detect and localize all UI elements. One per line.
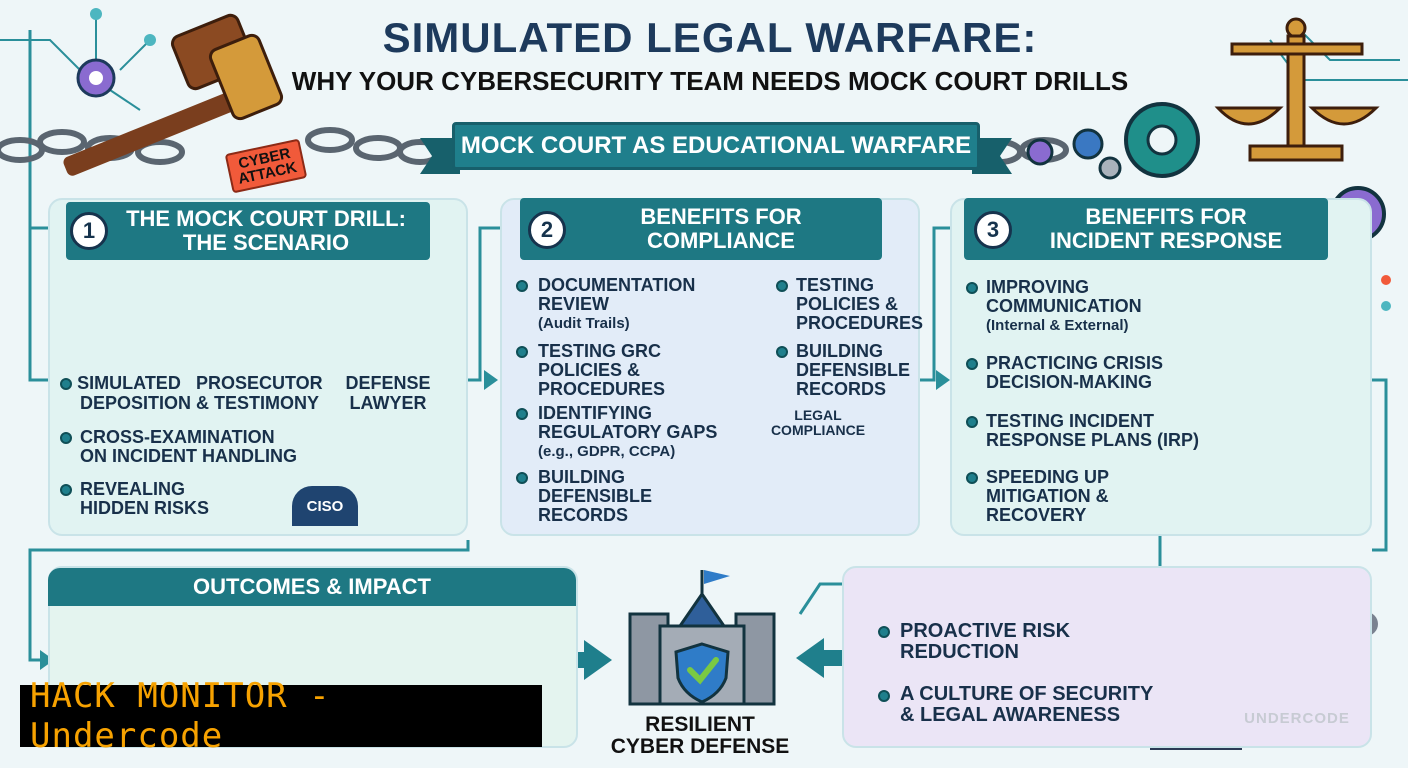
figure-label-simulated: SIMULATED (77, 373, 181, 393)
hack-monitor-watermark: HACK MONITOR - Undercode (20, 676, 542, 756)
item-cross-examination-line1: CROSS-EXAMINATION (80, 427, 275, 447)
item-testing-policies-line2: POLICIES & (796, 294, 899, 314)
bullet-dot (60, 378, 72, 390)
item-culture-security: A CULTURE OF SECURITY & LEGAL AWARENESS (900, 684, 1153, 726)
item-improving-communication-line2: COMMUNICATION (986, 296, 1142, 316)
item-hidden-risks-line2: HIDDEN RISKS (80, 498, 210, 518)
item-regulatory-gaps: IDENTIFYING REGULATORY GAPS (e.g., GDPR,… (538, 404, 717, 461)
item-defensible-records-right: BUILDING DEFENSIBLE RECORDS (796, 342, 910, 399)
section-3-title-line2: INCIDENT RESPONSE (1049, 228, 1283, 253)
item-testing-grc-line2: POLICIES & (538, 360, 641, 380)
section-1-number: 1 (70, 212, 108, 250)
item-culture-security-line1: A CULTURE OF SECURITY (900, 683, 1154, 705)
item-documentation-review-note: (Audit Trails) (538, 315, 630, 332)
item-testing-grc: TESTING GRC POLICIES & PROCEDURES (538, 342, 665, 399)
item-crisis-decision: PRACTICING CRISIS DECISION-MAKING (986, 354, 1163, 392)
bullet-dot (516, 346, 528, 358)
item-deposition: DEPOSITION & TESTIMONY (80, 393, 320, 413)
item-defensible-records-right-line3: RECORDS (796, 379, 887, 399)
bullet-dot (60, 484, 72, 496)
bullet-dot (776, 346, 788, 358)
item-speeding-up-line2: MITIGATION & (986, 486, 1109, 506)
item-speeding-up-line1: SPEEDING UP (986, 467, 1110, 487)
panel-culture (842, 566, 1372, 748)
item-defensible-records-left-line3: RECORDS (538, 505, 629, 525)
item-culture-security-line2: & LEGAL AWARENESS (900, 704, 1121, 726)
item-regulatory-gaps-note: (e.g., GDPR, CCPA) (538, 443, 676, 460)
figure-label-prosecutor: PROSECUTOR (196, 373, 323, 393)
item-defensible-records-left-line1: BUILDING (538, 467, 625, 487)
legal-label-line1: LEGAL (794, 407, 842, 423)
item-speeding-up: SPEEDING UP MITIGATION & RECOVERY (986, 468, 1109, 525)
item-improving-communication-line1: IMPROVING (986, 277, 1090, 297)
item-defensible-records-right-line1: BUILDING (796, 341, 883, 361)
bullet-dot (966, 358, 978, 370)
item-documentation-review-line1: DOCUMENTATION (538, 275, 696, 295)
item-testing-irp: TESTING INCIDENT RESPONSE PLANS (IRP) (986, 412, 1199, 450)
bullet-dot (966, 282, 978, 294)
resilient-label-line1: RESILIENT (645, 713, 755, 736)
resilient-label-line2: CYBER DEFENSE (610, 735, 790, 758)
bullet-dot (966, 416, 978, 428)
item-defensible-records-right-line2: DEFENSIBLE (796, 360, 911, 380)
page-title: SIMULATED LEGAL WARFARE: (382, 14, 1038, 61)
bullet-dot (776, 280, 788, 292)
item-proactive-risk: PROACTIVE RISK REDUCTION (900, 621, 1070, 663)
item-improving-communication-note: (Internal & External) (986, 317, 1129, 334)
figure-label-lawyer: LAWYER (349, 393, 427, 413)
item-testing-irp-line2: RESPONSE PLANS (IRP) (986, 430, 1200, 450)
item-testing-policies: TESTING POLICIES & PROCEDURES (796, 276, 923, 333)
section-2-header: BENEFITS FOR COMPLIANCE (520, 198, 882, 260)
gavel-icon (63, 13, 284, 176)
bullet-dot (516, 280, 528, 292)
item-proactive-risk-line1: PROACTIVE RISK (900, 620, 1071, 642)
ciso-badge: CISO (292, 486, 358, 526)
item-defensible-records-left: BUILDING DEFENSIBLE RECORDS (538, 468, 652, 525)
item-hidden-risks-line1: REVEALING (80, 479, 186, 499)
item-hidden-risks: REVEALING HIDDEN RISKS (80, 480, 209, 518)
item-crisis-decision-line1: PRACTICING CRISIS (986, 353, 1164, 373)
legal-label-line2: COMPLIANCE (770, 422, 866, 438)
item-proactive-risk-line2: REDUCTION (900, 641, 1019, 663)
item-speeding-up-line3: RECOVERY (986, 505, 1087, 525)
undercode-logo-text: UNDERCODE (1244, 710, 1350, 727)
section-3-title-line1: BENEFITS FOR (1085, 204, 1247, 229)
item-regulatory-gaps-line2: REGULATORY GAPS (538, 422, 718, 442)
item-crisis-decision-line2: DECISION-MAKING (986, 372, 1152, 392)
bullet-dot (516, 408, 528, 420)
bullet-dot (516, 472, 528, 484)
section-1-header: THE MOCK COURT DRILL: THE SCENARIO (66, 202, 430, 260)
section-3-number: 3 (974, 211, 1012, 249)
item-testing-policies-line1: TESTING (796, 275, 875, 295)
section-2-title-line2: COMPLIANCE (647, 228, 795, 253)
item-documentation-review: DOCUMENTATION REVIEW (Audit Trails) (538, 276, 695, 333)
legal-compliance-label: LEGAL COMPLIANCE (768, 408, 868, 438)
bullet-dot (878, 626, 890, 638)
item-regulatory-gaps-line1: IDENTIFYING (538, 403, 653, 423)
item-testing-grc-line3: PROCEDURES (538, 379, 666, 399)
banner: MOCK COURT AS EDUCATIONAL WARFARE (452, 122, 980, 170)
bullet-dot (878, 690, 890, 702)
section-2-title-line1: BENEFITS FOR (640, 204, 802, 229)
item-testing-policies-line3: PROCEDURES (796, 313, 924, 333)
item-improving-communication: IMPROVING COMMUNICATION (Internal & Exte… (986, 278, 1142, 335)
bullet-dot (966, 472, 978, 484)
item-documentation-review-line2: REVIEW (538, 294, 610, 314)
section-4-header: OUTCOMES & IMPACT (48, 568, 576, 606)
item-testing-grc-line1: TESTING GRC (538, 341, 662, 361)
bullet-dot (60, 432, 72, 444)
section-3-header: BENEFITS FOR INCIDENT RESPONSE (964, 198, 1328, 260)
scales-of-justice-icon (1214, 17, 1380, 162)
section-1-title-line2: THE SCENARIO (182, 230, 350, 255)
fortress-icon (628, 570, 776, 706)
item-cross-examination: CROSS-EXAMINATION ON INCIDENT HANDLING (80, 428, 297, 466)
item-testing-irp-line1: TESTING INCIDENT (986, 411, 1155, 431)
page-subtitle: WHY YOUR CYBERSECURITY TEAM NEEDS MOCK C… (291, 66, 1129, 96)
figure-label-defense: DEFENSE (345, 373, 431, 393)
item-defensible-records-left-line2: DEFENSIBLE (538, 486, 653, 506)
item-cross-examination-line2: ON INCIDENT HANDLING (80, 446, 297, 466)
resilient-cyber-defense-label: RESILIENT CYBER DEFENSE (600, 714, 800, 758)
section-2-number: 2 (528, 211, 566, 249)
section-1-title-line1: THE MOCK COURT DRILL: (126, 206, 406, 231)
